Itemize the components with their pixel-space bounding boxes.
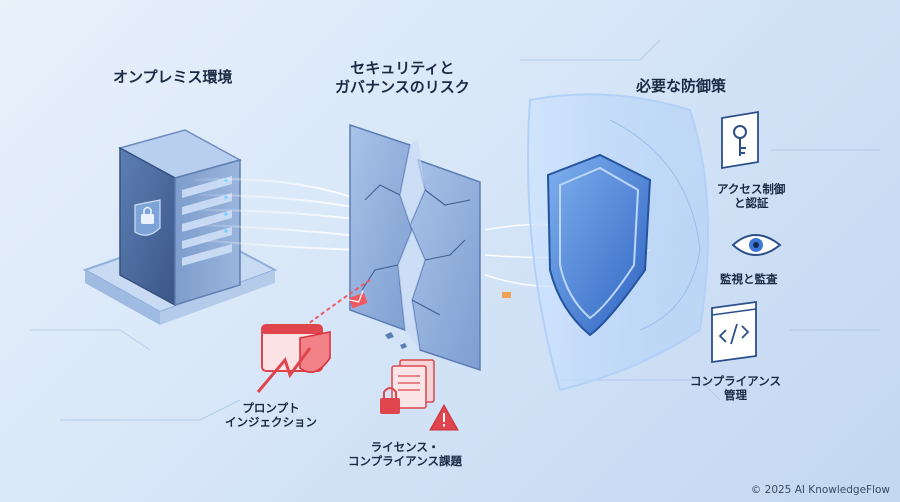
cracked-wall	[349, 123, 481, 372]
document-icon	[380, 359, 435, 414]
heading-risk: セキュリティと ガバナンスのリスク	[335, 59, 470, 97]
warning-icon	[429, 403, 459, 431]
defense-compliance: コンプライアンス 管理	[690, 374, 781, 403]
code-icon	[711, 300, 757, 364]
defense-access-line2: と認証	[733, 196, 769, 211]
risk-prompt-line2: インジェクション	[225, 415, 317, 430]
threat-stream	[299, 279, 371, 331]
defense-compliance-line2: 管理	[723, 388, 747, 403]
defense-monitor: 監視と監査	[720, 272, 778, 286]
heading-risk-line2: ガバナンスのリスク	[335, 77, 470, 96]
lock-icon	[134, 199, 161, 236]
risk-license-line2: コンプライアンス課題	[348, 454, 462, 469]
eye-icon	[731, 234, 782, 256]
risk-prompt-injection: プロンプト インジェクション	[225, 401, 317, 430]
risk-license: ライセンス・ コンプライアンス課題	[348, 440, 462, 469]
key-icon	[721, 110, 759, 170]
defense-compliance-line1: コンプライアンス	[690, 374, 781, 388]
heading-defense: 必要な防御策	[636, 77, 727, 95]
copyright-footer: © 2025 AI KnowledgeFlow	[750, 484, 890, 496]
risk-prompt-line1: プロンプト	[242, 401, 300, 415]
heading-onprem: オンプレミス環境	[113, 68, 233, 86]
risk-license-line1: ライセンス・	[370, 440, 440, 454]
prompt-injection-icon	[256, 324, 331, 393]
heading-risk-line1: セキュリティと	[350, 59, 455, 77]
background-circuit-lines	[30, 39, 880, 421]
defense-access: アクセス制御 と認証	[717, 182, 785, 211]
shield-icon	[546, 153, 652, 337]
server-icon	[82, 129, 278, 325]
defense-access-line1: アクセス制御	[717, 182, 786, 196]
